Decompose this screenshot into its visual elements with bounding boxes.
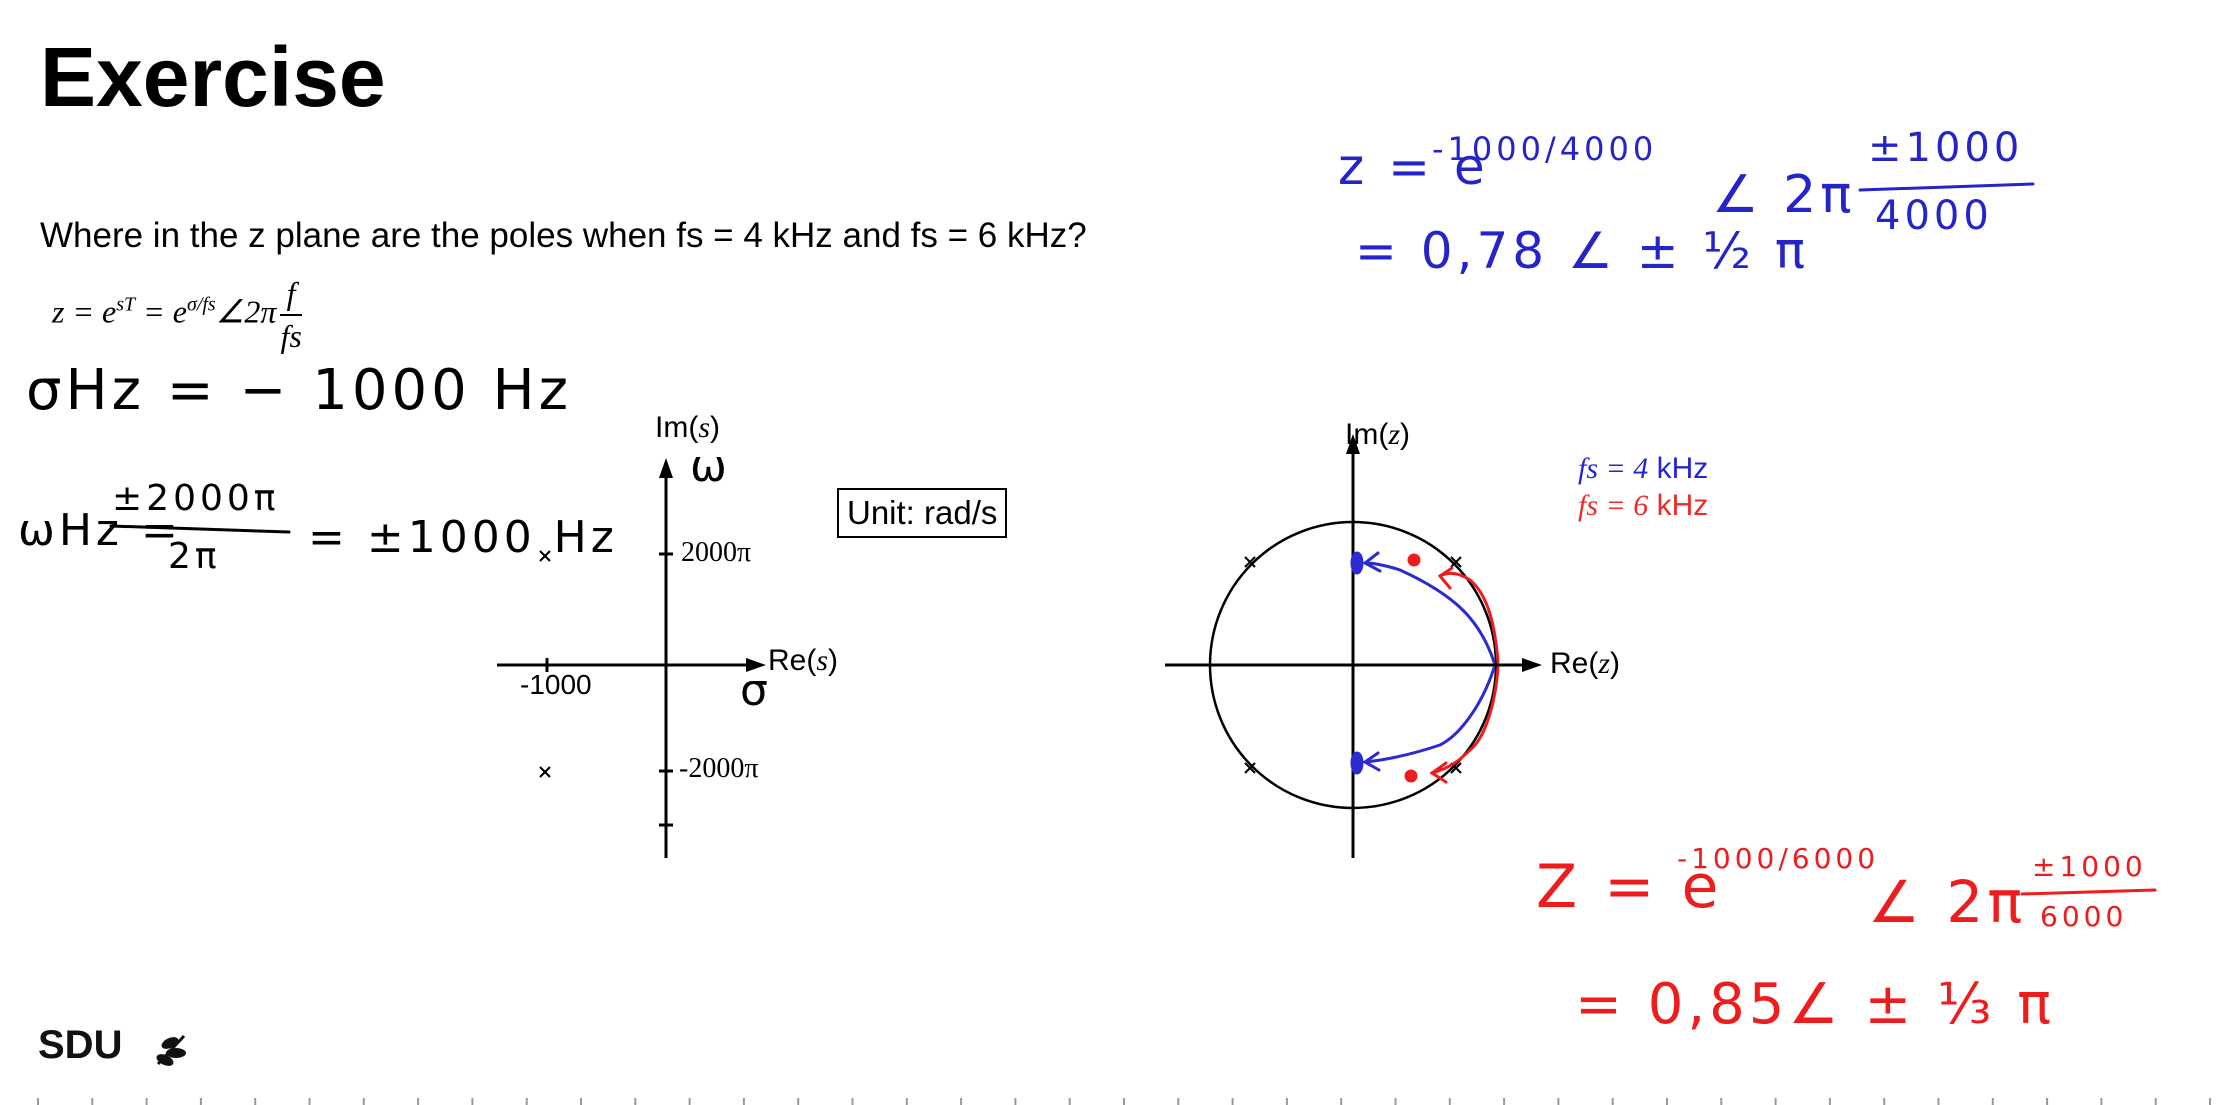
handwritten-omega-lhs: ωHz = xyxy=(18,505,182,556)
blue-path-lower xyxy=(1363,666,1496,764)
sdu-logo-text: SDU xyxy=(38,1023,123,1067)
blue-arrowhead-upper xyxy=(1362,551,1382,573)
sdu-logo-icon xyxy=(156,1034,186,1066)
s-plane-pole-upper xyxy=(539,550,551,562)
red-pole-upper xyxy=(1407,553,1421,567)
formula-frac-num: f xyxy=(286,275,296,311)
blue-path-upper xyxy=(1363,561,1496,664)
handwritten-omega-axis: ω xyxy=(690,441,731,492)
handwritten-blue-den: 4000 xyxy=(1875,193,1993,239)
red-arrowhead-lower xyxy=(1429,761,1448,784)
handwritten-blue-angle: ∠ 2π xyxy=(1712,165,1856,225)
s-plane-im-label: Im(s) xyxy=(655,411,721,444)
slide-title: Exercise xyxy=(40,30,386,124)
omega-fraction-bar xyxy=(109,524,291,534)
handwritten-omega-den: 2π xyxy=(168,536,221,577)
blue-pole-lower xyxy=(1350,751,1364,775)
blue-arrowhead-lower xyxy=(1362,751,1381,772)
question-text: Where in the z plane are the poles when … xyxy=(40,216,1087,255)
red-arrowhead-upper xyxy=(1437,566,1454,590)
formula-frac-den: fs xyxy=(280,318,302,354)
blue-pole-upper xyxy=(1350,551,1364,575)
handwritten-red-den: 6000 xyxy=(2040,900,2128,933)
s-plane-tick-label-neg: -2000π xyxy=(679,753,759,784)
unit-circle-ticks xyxy=(1209,521,1497,809)
red-pole-lower xyxy=(1404,769,1418,783)
handwritten-red-num: ±1000 xyxy=(2032,850,2147,883)
s-plane-re-arrowhead xyxy=(746,658,766,672)
z-plane-im-arrowhead xyxy=(1346,434,1360,454)
s-plane-tick-label-pos: 2000π xyxy=(681,537,752,568)
handwritten-blue-z-exp: -1000/4000 xyxy=(1432,130,1658,168)
red-path-lower xyxy=(1430,666,1500,775)
handwritten-omega-num: ±2000π xyxy=(112,478,280,519)
s-plane-im-arrowhead xyxy=(659,458,673,478)
legend-fs-6khz: fs = 6 kHz xyxy=(1578,489,1709,522)
z-plane-re-label: Re(z) xyxy=(1550,647,1621,680)
s-plane-poles xyxy=(539,550,551,778)
z-plane-axes xyxy=(1165,434,1542,858)
formula-lhs: z = e xyxy=(52,293,117,330)
z-plane-re-arrowhead xyxy=(1522,658,1542,672)
handwritten-blue-num: ±1000 xyxy=(1868,125,2024,171)
handwritten-red-result: = 0,85∠ ± ⅓ π xyxy=(1575,972,2055,1037)
handwriting-lines xyxy=(109,182,2157,896)
blue-fraction-bar xyxy=(1858,182,2035,192)
sdu-logo: SDU xyxy=(38,1023,122,1068)
handwritten-sigma: σHz = − 1000 Hz xyxy=(26,358,573,423)
red-path-upper xyxy=(1438,571,1500,664)
z-plane-im-label: Im(z) xyxy=(1345,418,1411,451)
formula-frac-bar xyxy=(280,314,302,316)
s-plane-pole-lower xyxy=(539,766,551,778)
unit-box: Unit: rad/s xyxy=(837,488,1008,538)
formula-angle: ∠2π xyxy=(215,293,277,330)
legend-fs-4khz: fs = 4 kHz xyxy=(1578,452,1709,485)
formula-exp2: σ/fs xyxy=(186,293,216,316)
handwritten-red-z-exp: -1000/6000 xyxy=(1677,842,1880,875)
handwritten-sigma-axis: σ xyxy=(740,665,772,716)
formula-fraction: f fs xyxy=(280,275,302,355)
formula-mid: = e xyxy=(135,293,187,330)
blue-pole-paths xyxy=(1350,551,1496,775)
handwritten-omega-rhs: = ±1000 Hz xyxy=(308,512,618,563)
red-pole-paths xyxy=(1404,553,1500,784)
s-plane-re-label: Re(s) xyxy=(768,644,839,677)
handwritten-blue-result: = 0,78 ∠ ± ½ π xyxy=(1355,222,1809,280)
handwritten-red-z-lhs: Z = e xyxy=(1536,852,1723,922)
s-plane-axes xyxy=(497,458,766,858)
formula-exp1: sT xyxy=(116,293,136,316)
s-plane-tick-label-x: -1000 xyxy=(520,669,592,700)
red-fraction-bar xyxy=(2020,888,2157,896)
handwritten-blue-z-lhs: z = e xyxy=(1338,138,1489,196)
handwritten-red-angle: ∠ 2π xyxy=(1868,868,2027,936)
bottom-ruler xyxy=(37,1098,2211,1105)
